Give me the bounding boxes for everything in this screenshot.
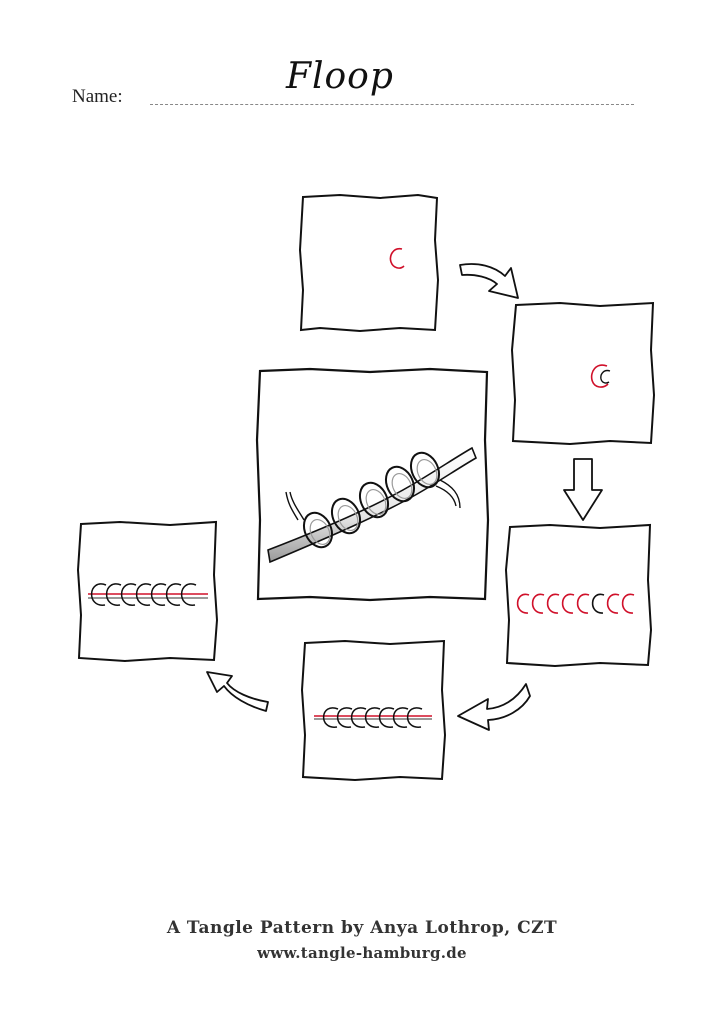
example-tile: [255, 367, 490, 602]
arrow-icon: [459, 263, 519, 299]
step-3-tile: [504, 523, 653, 668]
step-5-tile: [76, 520, 219, 663]
arrow-icon: [457, 683, 531, 731]
step-4-tile: [300, 639, 447, 782]
name-underline: [150, 104, 634, 105]
arrow-icon: [206, 671, 269, 712]
step-1-tile: [298, 193, 440, 333]
step-2-tile: [510, 301, 656, 446]
arrow-icon: [563, 458, 603, 521]
footer-url[interactable]: www.tangle-hamburg.de: [257, 944, 467, 962]
tangle-name: Floop: [286, 56, 394, 97]
footer-credit: A Tangle Pattern by Anya Lothrop, CZT: [166, 918, 558, 938]
name-label: Name:: [72, 86, 123, 107]
